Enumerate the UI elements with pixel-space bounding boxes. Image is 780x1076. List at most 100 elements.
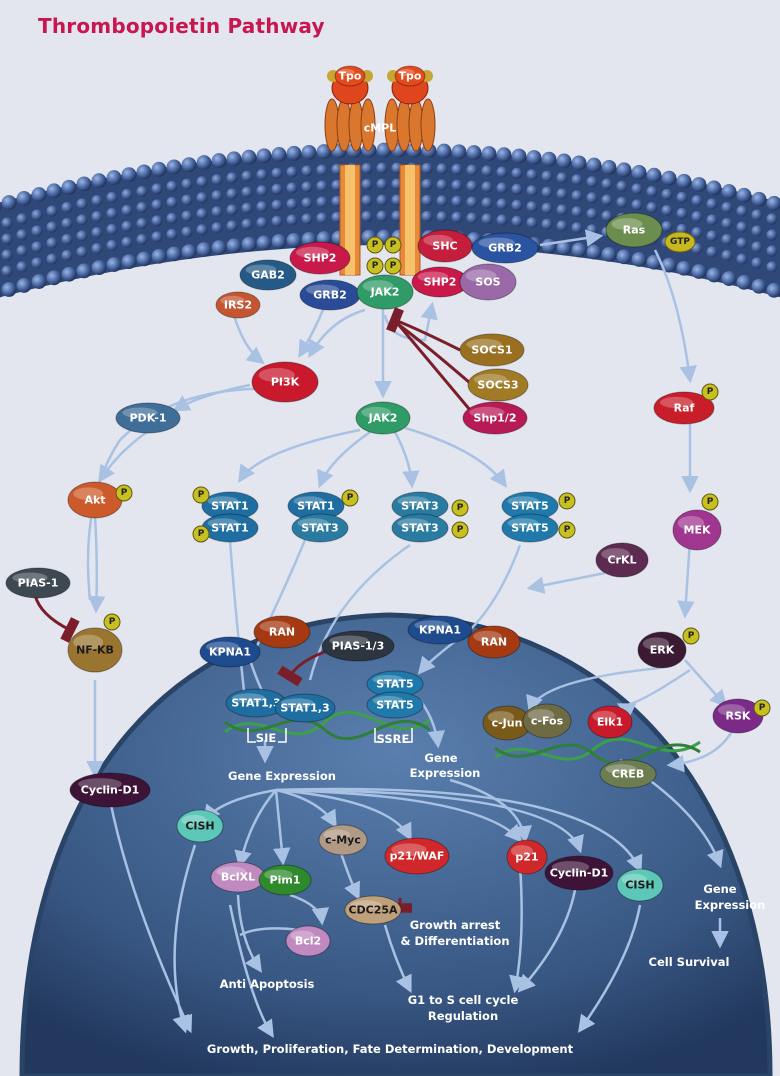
membrane-bead: [526, 169, 538, 181]
membrane-bead: [616, 162, 632, 178]
membrane-bead: [481, 165, 493, 177]
membrane-bead: [556, 188, 568, 200]
erk: ERK: [637, 631, 687, 669]
membrane-bead: [286, 145, 302, 161]
membrane-bead: [31, 274, 47, 289]
pim1-label: Pim1: [270, 874, 301, 887]
stat13-b-label: STAT1,3: [280, 702, 329, 715]
shp2-right: SHP2: [411, 266, 469, 298]
signal-arrows: [86, 229, 737, 1038]
membrane-bead: [286, 182, 298, 194]
stat3-b-label: STAT3: [401, 500, 438, 513]
membrane-bead: [661, 220, 673, 232]
membrane-bead: [196, 208, 208, 220]
membrane-bead: [646, 186, 658, 198]
membrane-bead: [586, 244, 602, 260]
membrane-bead: [421, 178, 433, 190]
membrane-bead: [691, 211, 703, 223]
raf: Raf: [653, 391, 715, 425]
pi3k-label: PI3K: [271, 376, 300, 389]
shp2-right-label: SHP2: [424, 276, 457, 289]
stat1-c-label: STAT1: [297, 500, 334, 513]
membrane-bead: [136, 164, 152, 180]
membrane-bead: [676, 191, 688, 203]
p21: p21: [506, 839, 548, 875]
cmpl-receptor: [384, 70, 436, 276]
svg-text:P: P: [390, 240, 397, 250]
p21-label: p21: [515, 851, 538, 864]
tpo-ligand-right: Tpo: [394, 65, 426, 87]
membrane-bead: [106, 207, 118, 219]
membrane-bead: [496, 182, 508, 194]
membrane-bead: [361, 162, 373, 174]
membrane-bead: [61, 249, 73, 261]
membrane-bead: [76, 230, 88, 242]
membrane-bead: [631, 165, 647, 180]
gene-expression-right-a: Gene: [703, 882, 736, 896]
jak2-mid: JAK2: [355, 401, 411, 435]
membrane-bead: [1, 195, 17, 210]
membrane-bead: [466, 180, 478, 192]
stat5-a-label: STAT5: [511, 500, 548, 513]
membrane-bead: [271, 167, 283, 179]
tpo-ligand-left: Tpo: [334, 65, 366, 87]
sie-label: SIE: [256, 731, 277, 745]
stat3-b: STAT3: [391, 491, 449, 521]
membrane-bead: [601, 246, 617, 262]
stat13-b: STAT1,3: [274, 693, 336, 723]
membrane-bead: [361, 210, 373, 222]
cell-survival: Cell Survival: [649, 955, 730, 969]
ras-label: Ras: [623, 224, 646, 237]
membrane-bead: [226, 238, 242, 254]
membrane-bead: [181, 244, 197, 260]
membrane-bead: [466, 212, 478, 224]
membrane-bead: [586, 224, 598, 236]
membrane-bead: [586, 192, 598, 204]
membrane-bead: [0, 289, 2, 299]
svg-text:P: P: [688, 631, 695, 641]
membrane-bead: [151, 199, 163, 211]
phosphate-tag: P: [192, 486, 210, 504]
membrane-bead: [286, 198, 298, 210]
grb2-right-label: GRB2: [488, 242, 522, 255]
membrane-bead: [61, 201, 73, 213]
rsk: RSK: [712, 698, 764, 734]
socs3-label: SOCS3: [477, 379, 518, 392]
membrane-bead: [766, 245, 778, 257]
membrane-bead: [256, 217, 268, 229]
membrane-bead: [586, 176, 598, 188]
membrane-bead: [691, 227, 703, 239]
svg-text:P: P: [372, 240, 379, 250]
svg-text:P: P: [707, 497, 714, 507]
membrane-bead: [226, 151, 242, 167]
stat5-b-label: STAT5: [511, 522, 548, 535]
cish-right: CISH: [616, 868, 664, 902]
membrane-bead: [211, 174, 223, 186]
stat3-c: STAT3: [391, 513, 449, 543]
membrane-bead: [271, 234, 287, 249]
cmpl-label: cMPL: [364, 122, 397, 135]
phosphate-tag: P: [682, 627, 700, 645]
membrane-bead: [1, 249, 13, 261]
membrane-bead: [691, 177, 707, 192]
membrane-bead: [376, 162, 388, 174]
membrane-bead: [571, 222, 583, 234]
cdc25a: CDC25A: [344, 895, 402, 925]
membrane-bead: [16, 191, 32, 206]
membrane-bead: [661, 170, 677, 186]
membrane-bead: [91, 173, 107, 189]
gene-expression-mid-b: Expression: [410, 766, 481, 780]
creb: CREB: [599, 759, 657, 789]
pdk1-label: PDK-1: [130, 412, 167, 425]
anti-apoptosis: Anti Apoptosis: [220, 977, 315, 991]
membrane-bead: [631, 252, 647, 267]
membrane-bead: [121, 254, 137, 270]
membrane-bead: [301, 165, 313, 177]
membrane-bead: [16, 261, 28, 273]
membrane-bead: [481, 213, 493, 225]
membrane-bead: [166, 196, 178, 208]
membrane-bead: [676, 260, 692, 276]
membrane-bead: [136, 218, 148, 230]
membrane-bead: [166, 228, 178, 240]
membrane-bead: [0, 202, 2, 212]
